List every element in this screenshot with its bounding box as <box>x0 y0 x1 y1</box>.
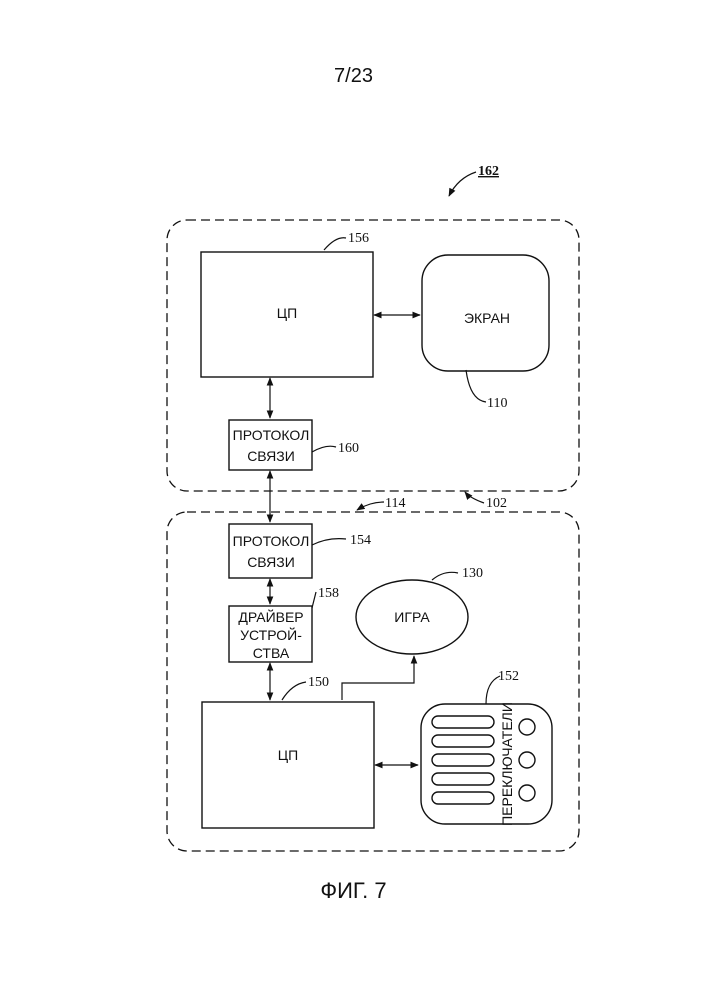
switch-button-2 <box>519 752 535 768</box>
ref-device-label: 102 <box>486 496 507 511</box>
figure-caption: ФИГ. 7 <box>0 880 707 902</box>
protocol-bottom-ref: 154 <box>350 533 371 548</box>
protocol-top-line2: СВЯЗИ <box>247 448 295 464</box>
driver-ref: 158 <box>318 586 339 601</box>
cpu-game-link <box>342 656 414 700</box>
switch-bar-5 <box>432 792 494 804</box>
screen-leader <box>466 370 486 402</box>
protocol-top-leader <box>312 446 336 452</box>
game-ref: 130 <box>462 566 483 581</box>
cpu-bottom-ref: 150 <box>308 675 329 690</box>
game-leader <box>432 572 458 580</box>
switches-panel: ПЕРЕКЛЮЧАТЕЛИ <box>421 702 552 826</box>
cpu-bottom-label: ЦП <box>278 747 298 763</box>
switch-bar-4 <box>432 773 494 785</box>
cpu-bottom-block <box>202 702 374 828</box>
cpu-bottom-leader <box>282 682 306 700</box>
switch-bar-2 <box>432 735 494 747</box>
ref-link-label: 114 <box>385 496 405 511</box>
screen-label: ЭКРАН <box>464 310 510 326</box>
switches-label: ПЕРЕКЛЮЧАТЕЛИ <box>499 702 515 826</box>
ref-system-label: 162 <box>478 164 499 179</box>
protocol-top-ref: 160 <box>338 441 359 456</box>
ref-link-arrow <box>357 502 384 510</box>
driver-line3: СТВА <box>253 645 290 661</box>
switch-bar-1 <box>432 716 494 728</box>
switch-button-3 <box>519 785 535 801</box>
protocol-bottom-leader <box>312 539 346 545</box>
driver-leader <box>312 592 316 608</box>
cpu-top-ref: 156 <box>348 231 369 246</box>
protocol-bottom-line2: СВЯЗИ <box>247 554 295 570</box>
switch-bar-3 <box>432 754 494 766</box>
ref-system-arrow <box>449 172 476 196</box>
protocol-bottom-line1: ПРОТОКОЛ <box>233 533 310 549</box>
game-label: ИГРА <box>394 609 430 625</box>
switches-ref: 152 <box>498 669 519 684</box>
protocol-top-line1: ПРОТОКОЛ <box>233 427 310 443</box>
driver-line1: ДРАЙВЕР <box>238 608 303 625</box>
switch-button-1 <box>519 719 535 735</box>
screen-ref: 110 <box>487 396 507 411</box>
cpu-top-label: ЦП <box>277 305 297 321</box>
driver-line2: УСТРОЙ- <box>240 626 302 643</box>
ref-device-arrow <box>465 492 484 503</box>
cpu-top-leader <box>324 238 346 250</box>
